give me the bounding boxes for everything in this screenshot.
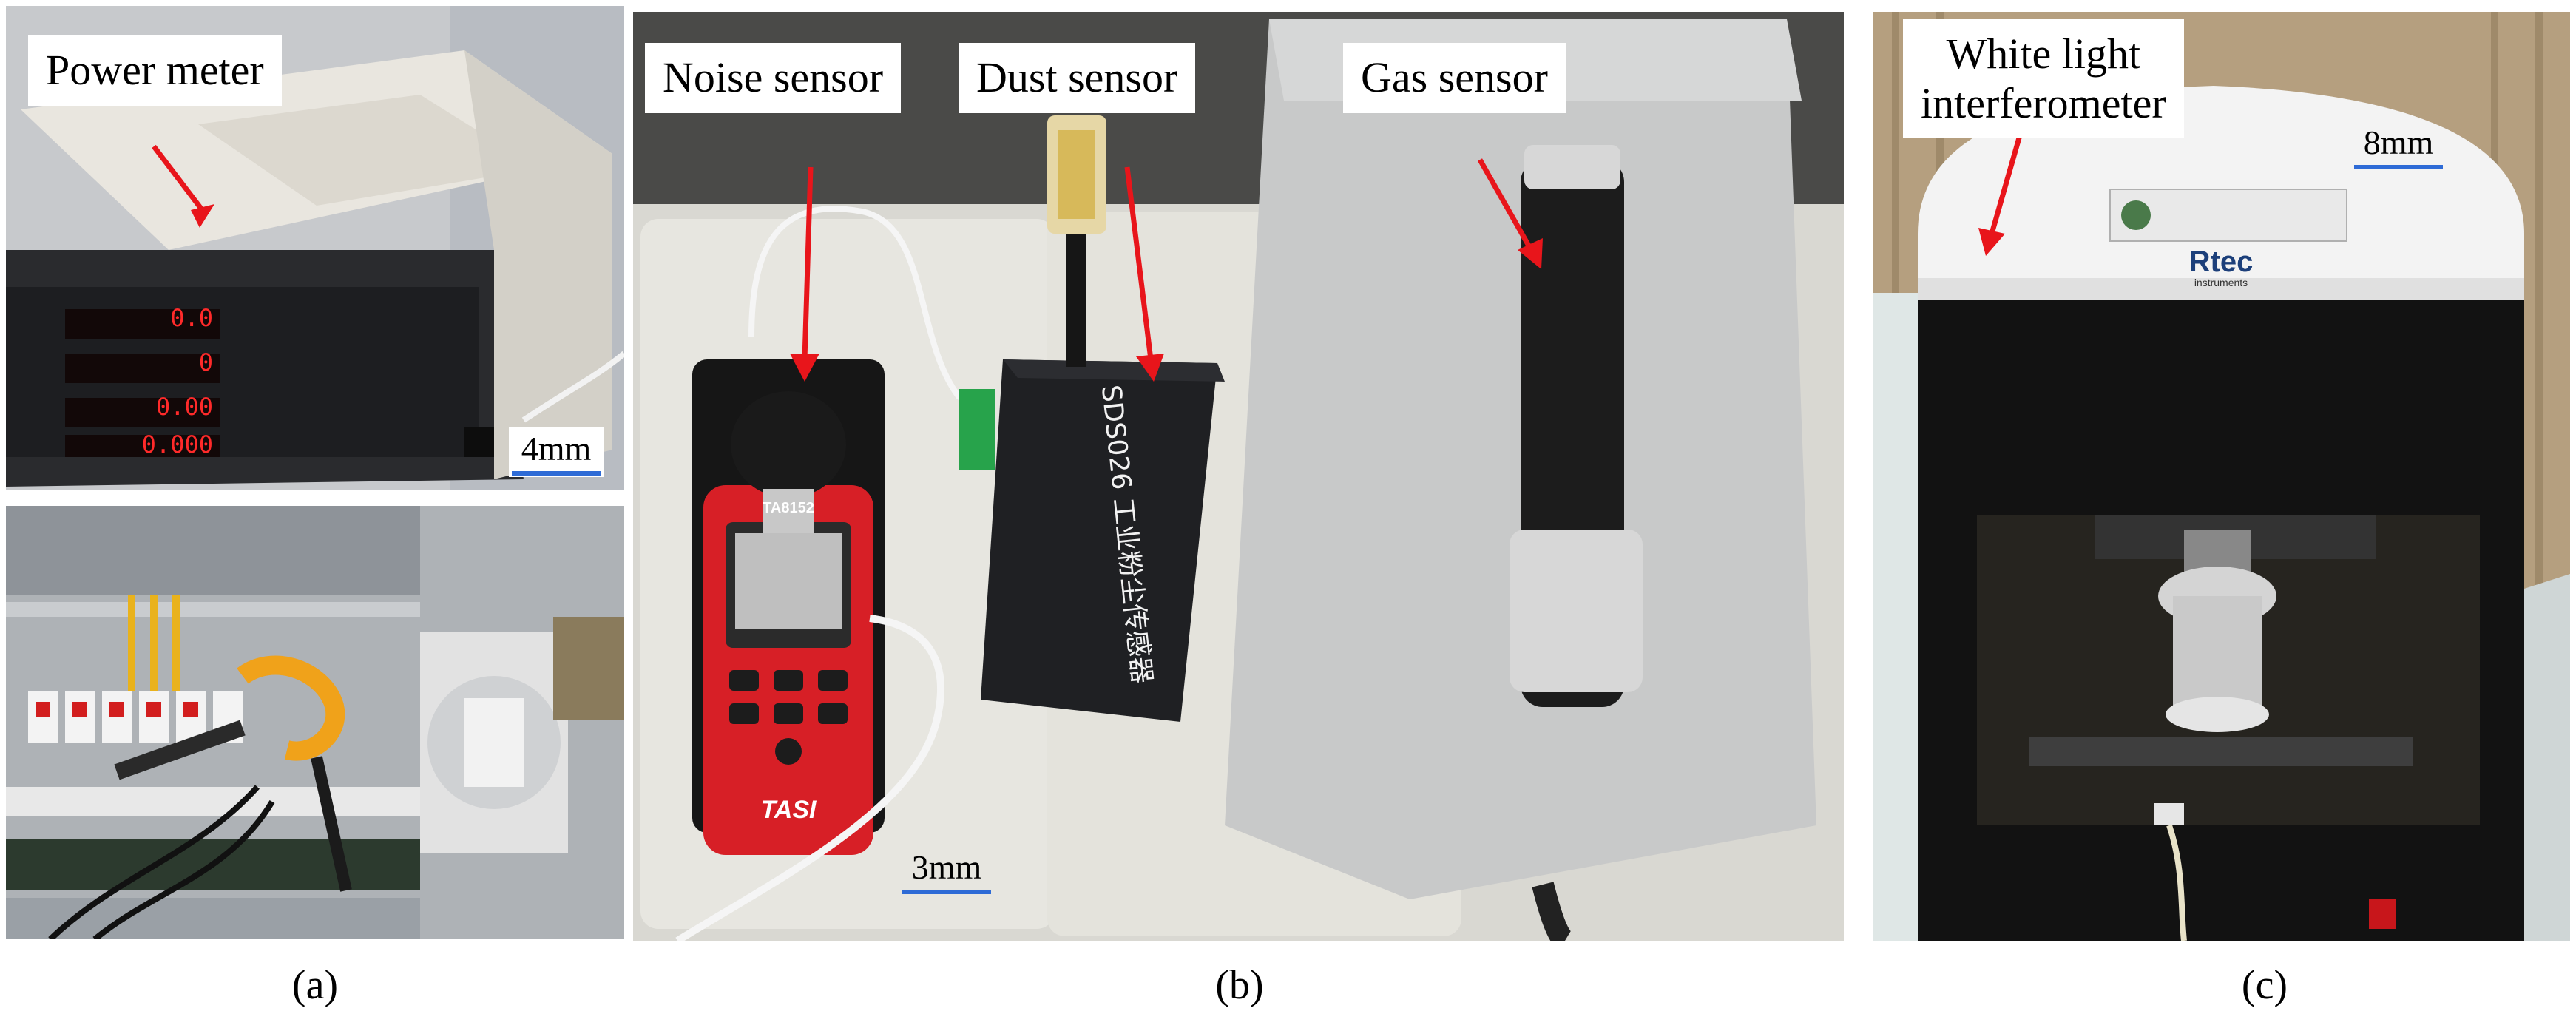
scale-line-b: [902, 890, 991, 894]
gas-sensor-label: Gas sensor: [1343, 43, 1566, 113]
caption-a: (a): [291, 962, 339, 1008]
scale-label-b: 3mm: [911, 848, 982, 886]
scale-bar-b: 3mm: [902, 848, 991, 894]
dust-sensor-label: Dust sensor: [959, 43, 1196, 113]
meter-model-text: TA8152: [763, 500, 814, 516]
scale-bar-a: 4mm: [509, 427, 604, 477]
scale-bar-c: 8mm: [2354, 123, 2443, 169]
scale-label-c: 8mm: [2363, 124, 2434, 161]
scale-label-a: 4mm: [521, 430, 592, 467]
noise-sensor-label: Noise sensor: [645, 43, 902, 113]
label-line-1: White light: [1946, 30, 2141, 78]
readout-2: 0: [198, 348, 213, 376]
interferometer-illustration: [1873, 12, 2570, 941]
panel-b-sensors-photo: TA8152 TASI SDS026 工业粉尘传感器 Noise sensor …: [633, 12, 1844, 941]
panel-a-cabinet-photo: [6, 506, 624, 939]
panel-c-interferometer-photo: Rtec instruments White light interferome…: [1873, 12, 2570, 941]
electrical-cabinet-illustration: [6, 506, 624, 939]
panel-a-power-meter-photo: 0.0 0 0.00 0.000 Power meter 4mm: [6, 6, 624, 490]
caption-c: (c): [2241, 962, 2288, 1008]
label-line-2: interferometer: [1921, 78, 2166, 127]
scale-line-c: [2354, 165, 2443, 169]
rtec-logo: Rtec instruments: [2173, 247, 2269, 288]
white-light-interferometer-label: White light interferometer: [1903, 19, 2184, 139]
readout-4: 0.000: [141, 430, 213, 459]
power-meter-label: Power meter: [28, 35, 282, 106]
scale-line-a: [512, 471, 601, 476]
readout-1: 0.0: [170, 304, 213, 332]
rtec-brand: Rtec: [2188, 246, 2254, 278]
readout-3: 0.00: [155, 393, 213, 421]
power-meter-illustration: [6, 6, 624, 490]
meter-brand-text: TASI: [760, 796, 817, 824]
caption-b: (b): [1215, 962, 1264, 1008]
rtec-brand-sub: instruments: [2194, 277, 2248, 288]
